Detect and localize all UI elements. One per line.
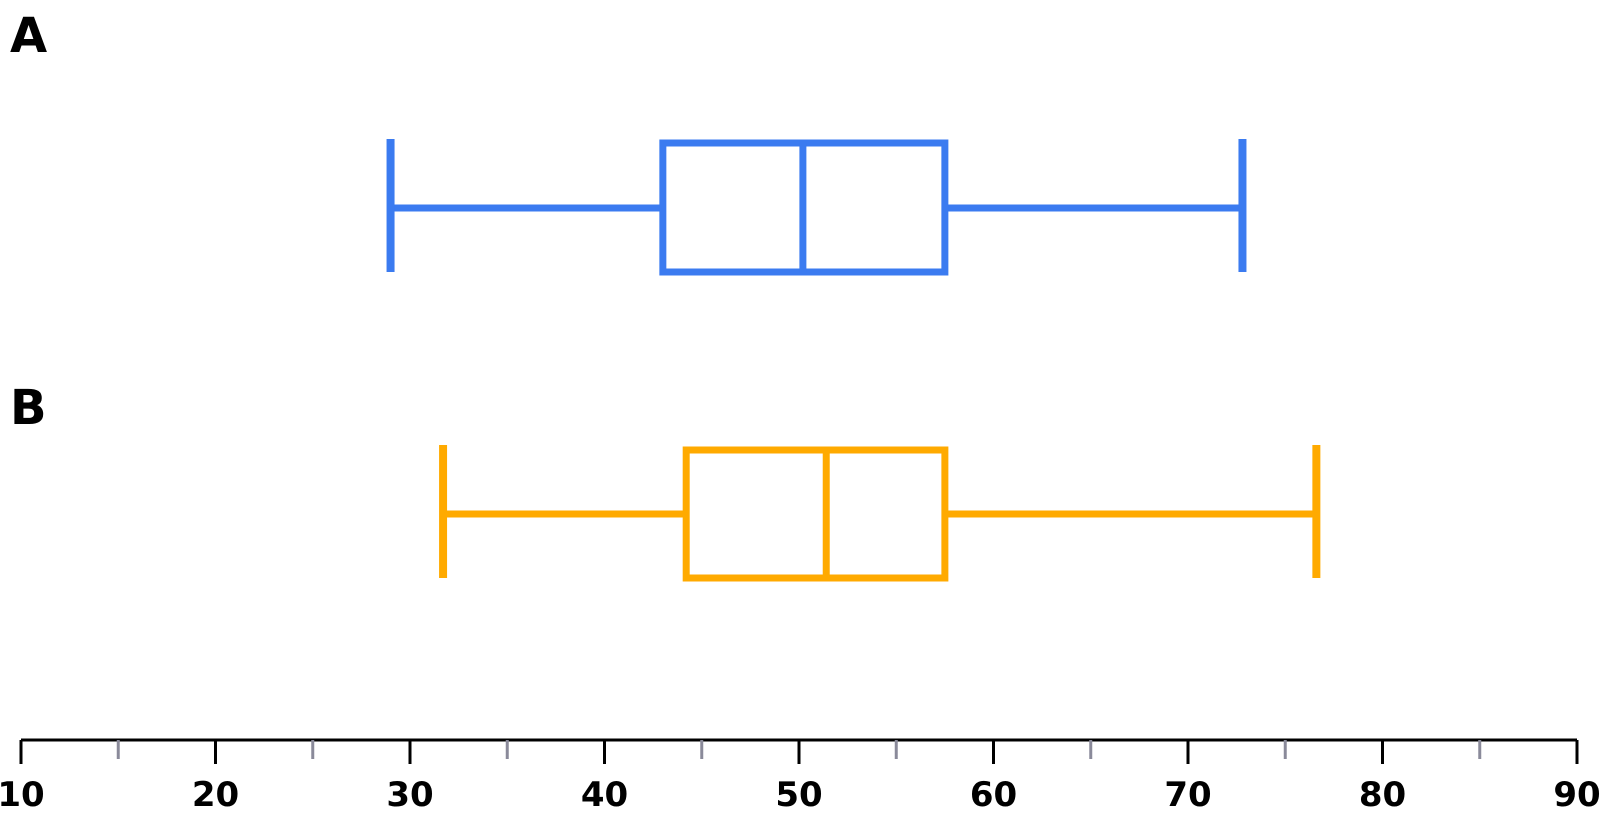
tick-label: 30 [386, 775, 433, 815]
series-label: A [10, 8, 47, 64]
iqr-box [682, 446, 949, 582]
tick-label: 80 [1359, 775, 1406, 815]
tick-label: 40 [581, 775, 628, 815]
tick-label: 50 [775, 775, 822, 815]
series-label: B [10, 380, 47, 436]
box-plot-a: A [10, 8, 1247, 276]
tick-label: 20 [192, 775, 239, 815]
tick-label: 70 [1164, 775, 1211, 815]
tick-label: 90 [1553, 775, 1600, 815]
box-plot-b: B [10, 380, 1321, 582]
tick-label: 60 [970, 775, 1017, 815]
tick-label: 10 [0, 775, 45, 815]
box-plot-panels: AB [10, 8, 1321, 582]
x-axis: 10 20 30 40 50 60 70 80 90 [0, 738, 1601, 815]
